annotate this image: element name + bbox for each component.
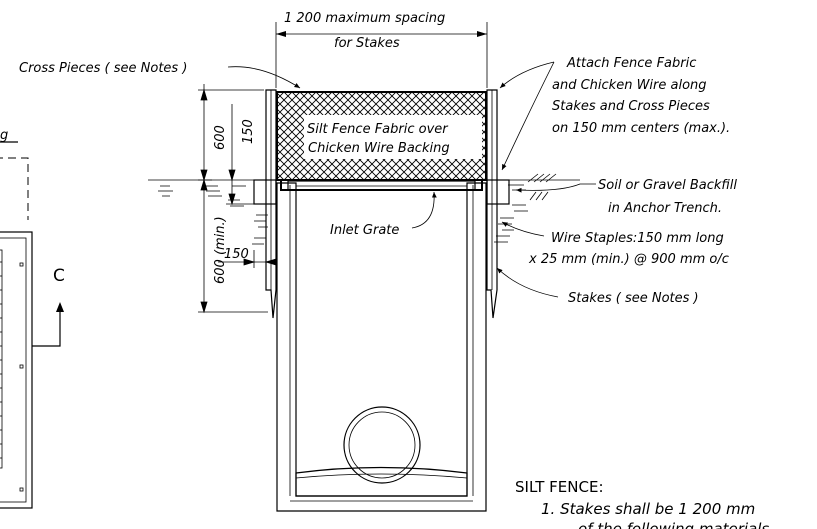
plan-view-partial: [0, 141, 64, 509]
dim-600-top: 600: [213, 125, 228, 150]
cross-pieces-label: Cross Pieces ( see Notes ): [19, 61, 187, 76]
attach-label-line1: Attach Fence Fabric: [566, 56, 696, 71]
section-c-label: C: [53, 266, 65, 286]
notes-title: SILT FENCE:: [515, 478, 604, 496]
silt-fence-fabric: [276, 91, 487, 181]
spacing-dimension: [275, 22, 488, 88]
note-1-line1: 1. Stakes shall be 1 200 mm: [541, 500, 755, 518]
dim-150-top: 150: [241, 119, 256, 144]
left-partial-label: g: [0, 128, 8, 143]
dim-600-min: 600 (min.): [213, 216, 228, 284]
vertical-dimensions: [198, 84, 277, 314]
fabric-label-line1: Silt Fence Fabric over: [307, 122, 449, 137]
stakes-label: Stakes ( see Notes ): [568, 291, 699, 306]
spacing-label-line1: 1 200 maximum spacing: [284, 11, 445, 26]
attach-label-line2: and Chicken Wire along: [552, 78, 707, 93]
staples-label-line2: x 25 mm (min.) @ 900 mm o/c: [528, 252, 729, 267]
note-1-line2: of the following materials: [578, 520, 769, 529]
backfill-label-line2: in Anchor Trench.: [608, 201, 722, 216]
spacing-label-line2: for Stakes: [334, 36, 400, 51]
leader-lines: [227, 61, 596, 298]
staples-label-line1: Wire Staples:150 mm long: [551, 231, 724, 246]
stakes: [265, 89, 498, 319]
attach-label-line4: on 150 mm centers (max.).: [552, 121, 730, 136]
backfill-label-line1: Soil or Gravel Backfill: [598, 178, 737, 193]
attach-label-line3: Stakes and Cross Pieces: [552, 99, 710, 114]
dim-150-left: 150: [224, 247, 249, 262]
fabric-label-line2: Chicken Wire Backing: [308, 141, 450, 156]
inlet-grate-label: Inlet Grate: [330, 223, 399, 238]
